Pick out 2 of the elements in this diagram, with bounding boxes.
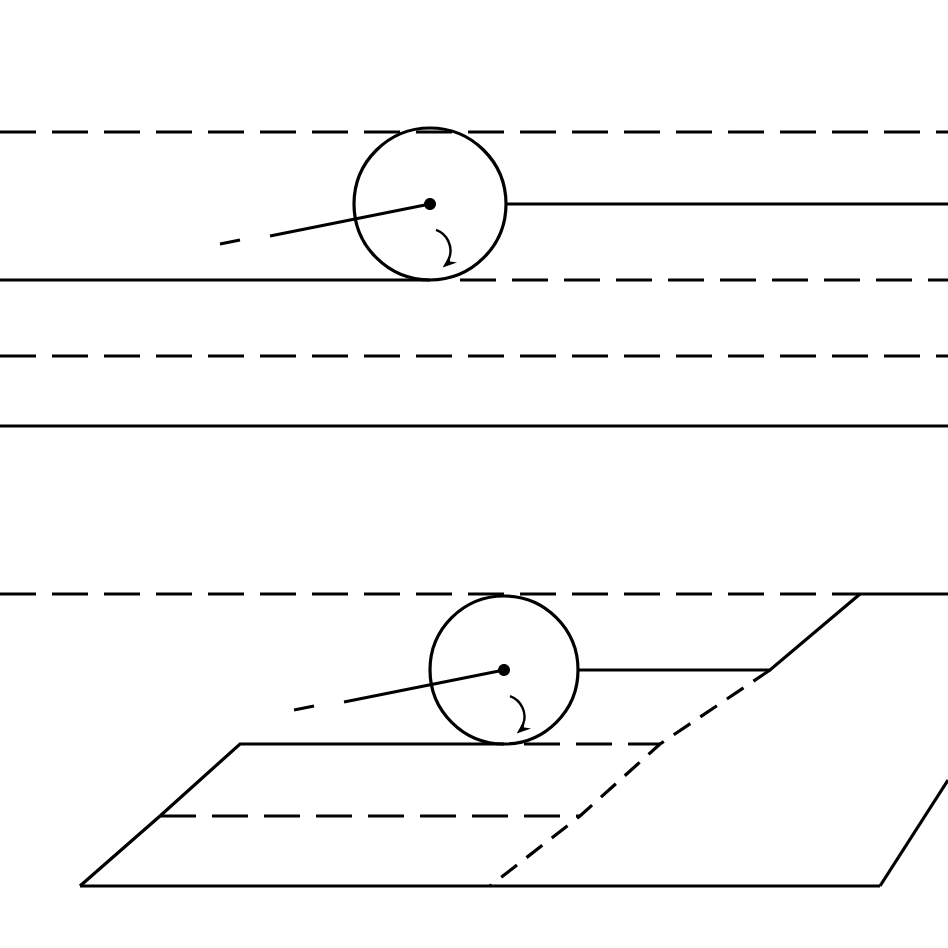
wheel-circle	[428, 594, 580, 746]
wheel-circle	[352, 126, 508, 282]
